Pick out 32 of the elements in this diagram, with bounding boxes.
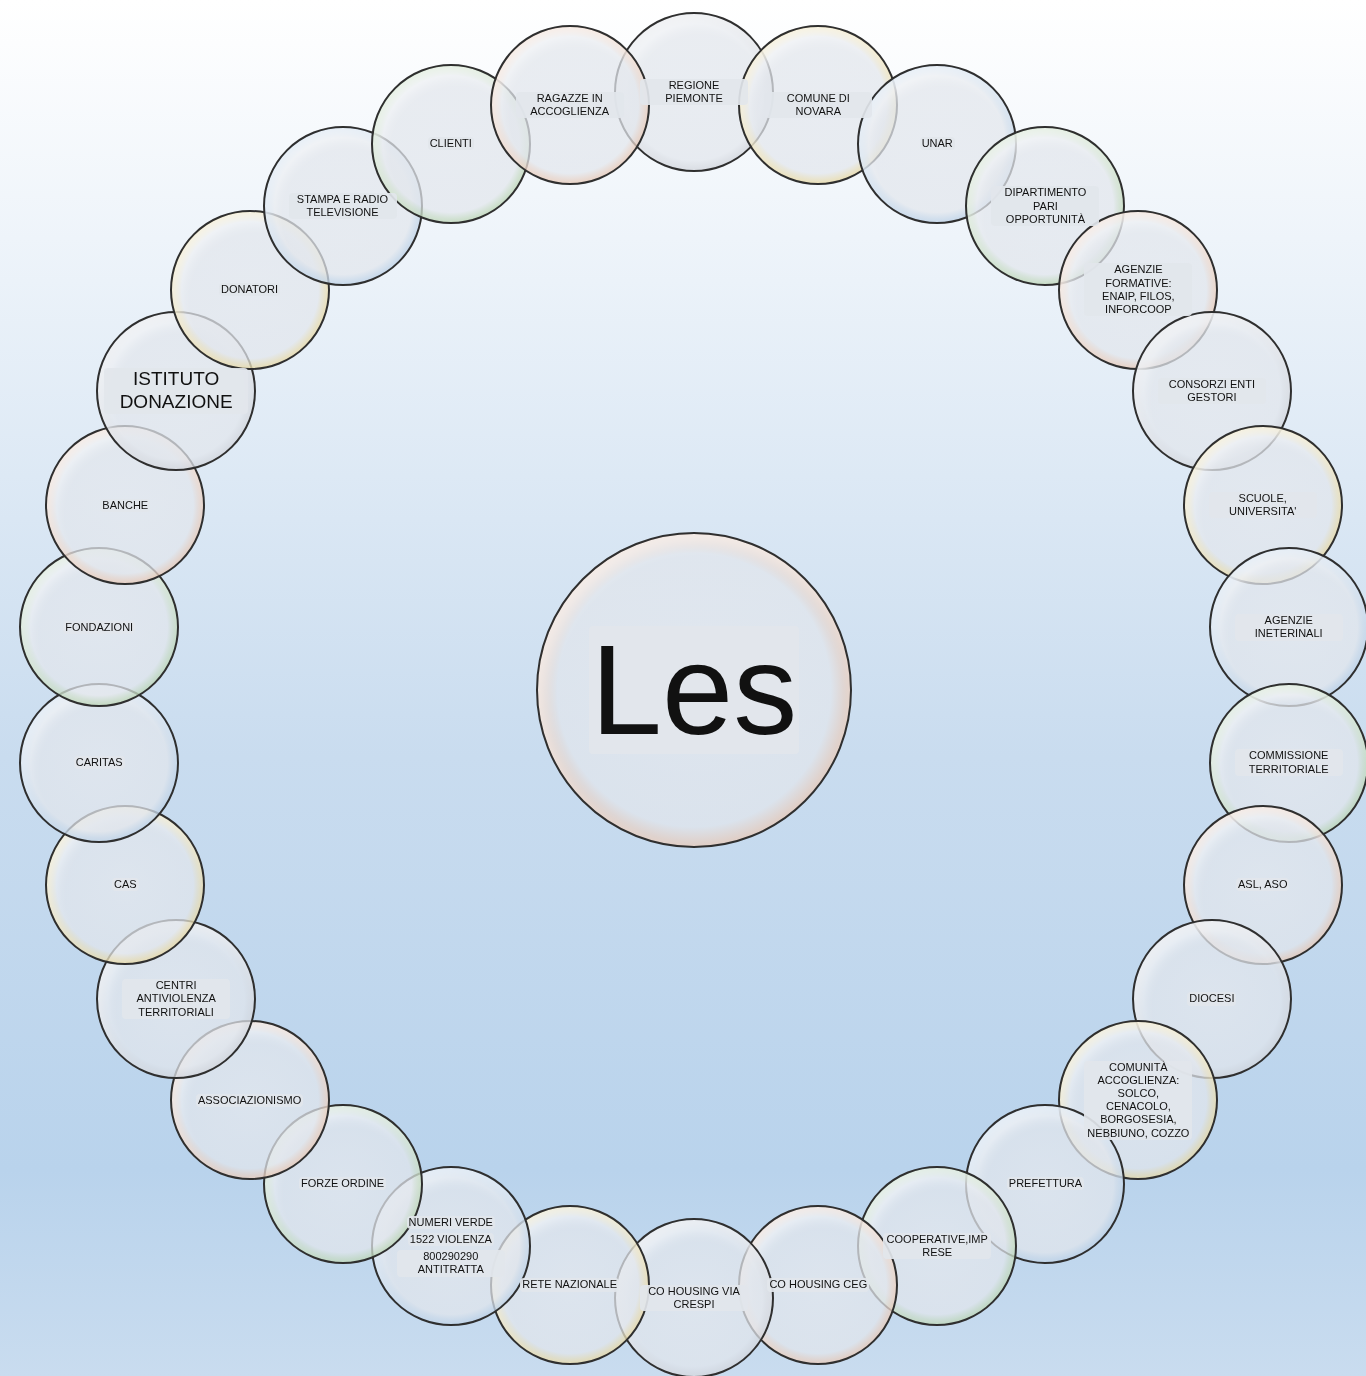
bubble-label: DONATORI xyxy=(219,283,281,297)
bubble-label: FONDAZIONI xyxy=(63,620,136,635)
bubble-label: UNAR xyxy=(919,137,955,151)
bubble-label: ISTITUTO DONAZIONE xyxy=(104,368,249,414)
bubble-label: CO HOUSING CEG xyxy=(767,1278,870,1292)
bubble-label: CAS xyxy=(111,878,139,892)
bubble-label: FORZE ORDINE xyxy=(298,1177,387,1191)
bubble-label: COMUNE DI NOVARA xyxy=(764,91,873,119)
bubble-label: CENTRI ANTIVIOLENZA TERRITORIALI xyxy=(122,979,231,1019)
bubble-label: AGENZIE FORMATIVE: ENAIP, FILOS, INFORCOOP xyxy=(1084,263,1193,317)
bubble-label: NUMERI VERDE xyxy=(406,1215,495,1230)
bubble-label: 800290290 ANTITRATTA xyxy=(396,1250,505,1277)
bubble-label: DIPARTIMENTO PARI OPPORTUNITÀ xyxy=(991,186,1100,226)
bubble-label: CLIENTI xyxy=(427,137,474,151)
bubble-label: 1522 VIOLENZA xyxy=(407,1233,494,1247)
bubble-label: ASSOCIAZIONISMO xyxy=(195,1093,304,1107)
bubble-label: DIOCESI xyxy=(1187,992,1237,1006)
center-label: Les xyxy=(588,626,800,754)
bubble-label: CONSORZI ENTI GESTORI xyxy=(1157,377,1266,405)
bubble-label: PREFETTURA xyxy=(1006,1177,1085,1191)
bubble-label: COMMISSIONE TERRITORIALE xyxy=(1234,749,1343,776)
bubble-label: RAGAZZE IN ACCOGLIENZA xyxy=(515,91,624,119)
bubble-label: REGIONE PIEMONTE xyxy=(640,78,748,106)
bubble-label: RETE NAZIONALE xyxy=(520,1278,620,1292)
bubble-label: CO HOUSING VIA CRESPI xyxy=(640,1284,748,1312)
bubble-label: BANCHE xyxy=(100,498,151,512)
bubble-label: STAMPA E RADIO TELEVISIONE xyxy=(288,193,397,220)
bubble-label: COOPERATIVE,IMPRESE xyxy=(883,1233,992,1260)
bubble-label: ASL, ASO xyxy=(1235,878,1290,892)
bubble-label: CARITAS xyxy=(73,755,125,770)
bubble-label: AGENZIE INETERINALI xyxy=(1234,614,1343,641)
bubble-label: COMUNITÀ ACCOGLIENZA: SOLCO, CENACOLO, BORGOSESIA, NEBBIUNO, COZZO xyxy=(1084,1060,1193,1140)
